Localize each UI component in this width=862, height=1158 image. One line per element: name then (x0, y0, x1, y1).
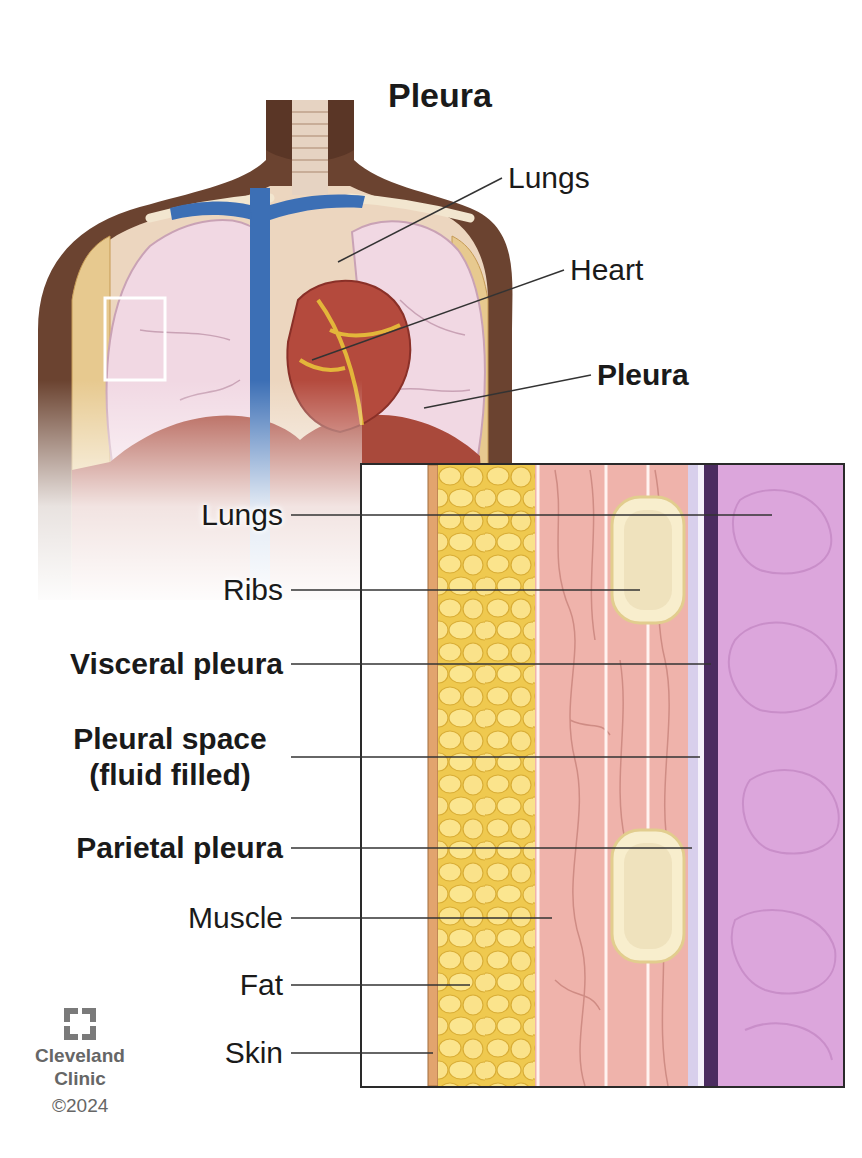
rib-bone (612, 830, 684, 962)
leader-line (338, 178, 502, 262)
organ-label: Heart (570, 252, 643, 288)
layer-label: Muscle (188, 900, 283, 936)
layer-label: Lungs (201, 497, 283, 533)
zoom-box (105, 298, 165, 380)
leader-line (291, 663, 711, 665)
lung-tissue (718, 465, 843, 1086)
rib-marrow (624, 510, 672, 610)
alveoli-outlines (729, 490, 839, 1060)
layer-label: Skin (225, 1035, 283, 1071)
leader-line (291, 756, 700, 758)
leader-line (424, 375, 591, 408)
fat-layer (438, 465, 535, 1086)
organ-label: Lungs (508, 160, 590, 196)
muscle-layer (535, 465, 688, 1086)
leader-line (291, 847, 692, 849)
leader-line (312, 270, 564, 360)
inset-ground (362, 465, 843, 1086)
leader-line (291, 984, 470, 986)
visceral-pleura-layer (704, 465, 718, 1086)
rib-bone (612, 497, 684, 623)
leader-line (291, 514, 772, 516)
diagram-title: Pleura (388, 75, 492, 116)
layer-label: Pleural space (fluid filled) (57, 721, 283, 793)
fade-overlay (0, 380, 362, 610)
logo-text: Cleveland Clinic (25, 1045, 135, 1091)
skin-layer (428, 465, 438, 1086)
pleural-space-layer (698, 465, 704, 1086)
layer-label: Visceral pleura (70, 646, 283, 682)
rib-marrow (624, 843, 672, 949)
layer-label: Fat (240, 967, 283, 1003)
leader-line (291, 589, 640, 591)
leader-line (291, 1052, 433, 1054)
inset-layers (362, 465, 843, 1086)
copyright-note: ©2024 (52, 1095, 108, 1118)
inset-border (361, 464, 844, 1087)
trachea (292, 100, 328, 195)
brachiocephalic-veins (170, 194, 365, 220)
layer-label: Parietal pleura (76, 830, 283, 866)
logo-icon (64, 1008, 96, 1040)
logo-notch (70, 1014, 90, 1034)
leader-line (291, 917, 552, 919)
layer-label: Ribs (223, 572, 283, 608)
parietal-pleura-layer (688, 465, 698, 1086)
organ-label: Pleura (597, 357, 689, 393)
trachea-rings (292, 112, 328, 172)
